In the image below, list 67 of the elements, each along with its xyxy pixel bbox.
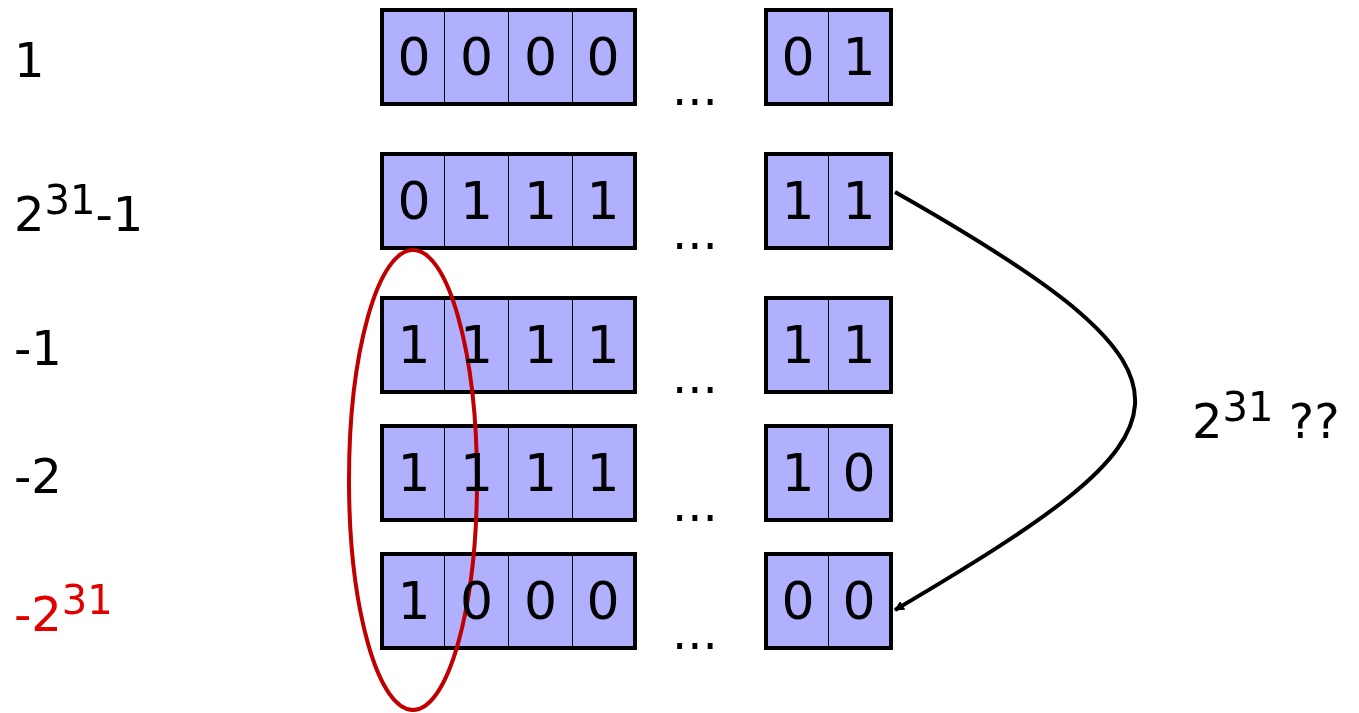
bit-digit: 1 [523, 319, 558, 371]
bit-cell [764, 424, 829, 522]
bit-digit: 1 [397, 575, 431, 627]
bit-cell [764, 552, 829, 650]
bit-digit: 1 [781, 447, 815, 499]
bit-cell [764, 152, 829, 250]
bit-cell [508, 552, 573, 650]
bit-digit: 0 [397, 175, 431, 227]
bit-cell [444, 8, 509, 106]
bit-digit: 1 [781, 175, 815, 227]
bit-cell [572, 152, 637, 250]
bit-cell [572, 552, 637, 650]
bit-digit: 0 [397, 31, 431, 83]
bit-cell [828, 8, 893, 106]
bit-cell [572, 8, 637, 106]
bit-digit: 1 [842, 31, 876, 83]
bit-cell [380, 152, 445, 250]
ellipsis: ... [672, 352, 718, 400]
curved-arrow [893, 190, 1137, 612]
bit-cell [572, 296, 637, 394]
bit-cell [828, 152, 893, 250]
bit-digit: 0 [842, 447, 876, 499]
bit-cell [764, 8, 829, 106]
ellipsis: ... [672, 64, 718, 112]
bit-digit: 0 [781, 31, 815, 83]
bit-digit: 0 [842, 575, 876, 627]
ellipsis: ... [672, 480, 718, 528]
ellipsis: ... [672, 208, 718, 256]
bit-cell [508, 8, 573, 106]
bit-cell [380, 8, 445, 106]
bit-cell [380, 296, 445, 394]
bit-cell [508, 424, 573, 522]
bit-cell [572, 424, 637, 522]
bit-digit: 0 [781, 575, 815, 627]
bit-digit: 0 [523, 31, 558, 83]
bit-digit: 1 [781, 319, 815, 371]
bit-digit: 1 [586, 447, 620, 499]
bit-digit: 1 [397, 447, 431, 499]
row-value-label: -2 [14, 452, 62, 500]
ellipsis: ... [672, 608, 718, 656]
row-value-label: 1 [14, 36, 45, 84]
bit-cell [828, 424, 893, 522]
row-value-label: 2$^{31}$-1 [14, 180, 144, 238]
bit-cell [828, 296, 893, 394]
bit-cell [380, 424, 445, 522]
bit-digit: 1 [459, 319, 494, 371]
bit-cell [380, 552, 445, 650]
bit-cell [444, 152, 509, 250]
bit-digit: 0 [523, 575, 558, 627]
bit-digit: 1 [523, 447, 558, 499]
bit-cell [508, 152, 573, 250]
bit-digit: 1 [586, 319, 620, 371]
bit-digit: 1 [842, 175, 876, 227]
bit-digit: 1 [397, 319, 431, 371]
bit-digit: 1 [523, 175, 558, 227]
bit-digit: 1 [842, 319, 876, 371]
bit-digit: 0 [459, 31, 494, 83]
bit-cell [828, 552, 893, 650]
bit-digit: 1 [459, 175, 494, 227]
bit-cell [444, 296, 509, 394]
bit-digit: 0 [586, 575, 620, 627]
bit-digit: 0 [586, 31, 620, 83]
row-value-label: -2$^{31}$ [14, 580, 113, 638]
bit-digit: 1 [586, 175, 620, 227]
bit-cell [508, 296, 573, 394]
row-value-label: -1 [14, 324, 62, 372]
bit-cell [764, 296, 829, 394]
